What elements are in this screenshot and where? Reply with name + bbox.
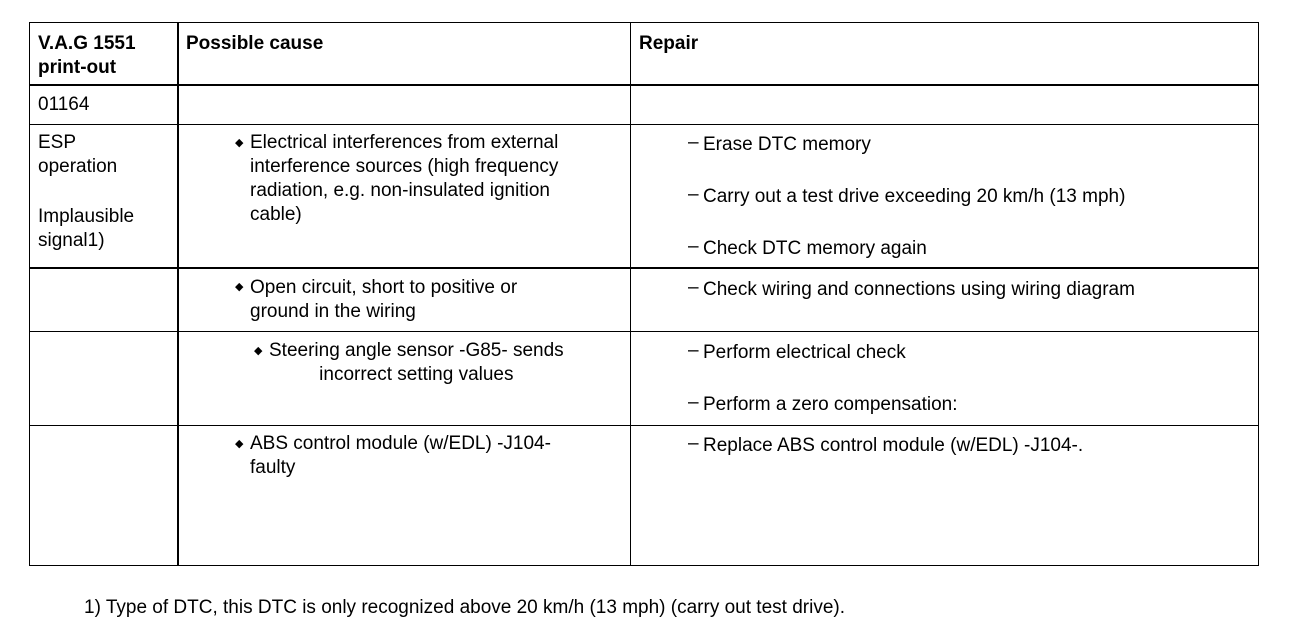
dash-icon: – [688,340,699,361]
bullet-icon: ◆ [254,345,263,357]
row-divider-code [30,124,1258,125]
dash-icon: – [688,236,699,257]
cause-item: Steering angle sensor -G85- sends incorr… [269,340,564,385]
cause-item: ABS control module (w/EDL) -J104- faulty [250,433,551,478]
repair-item: Check wiring and connections using wirin… [703,279,1135,300]
dash-icon: – [688,392,699,413]
repair-item: Replace ABS control module (w/EDL) -J104… [703,435,1084,456]
row-divider-header [30,84,1258,86]
header-repair: Repair [639,33,699,54]
dash-icon: – [688,132,699,153]
dtc-table: V.A.G 1551 print-out Possible cause Repa… [29,22,1259,566]
row-divider-2 [30,331,1258,332]
cause-item: Electrical interferences from external i… [250,132,559,225]
row-divider-1 [30,267,1258,269]
fault-type: Implausible signal1) [38,206,135,251]
dtc-code: 01164 [38,94,90,115]
repair-item: Perform electrical check [703,342,906,363]
dash-icon: – [688,433,699,454]
bullet-icon: ◆ [235,137,244,149]
fault-description: ESP operation [38,132,118,177]
repair-item: Check DTC memory again [703,238,927,259]
col-divider-1 [177,23,179,565]
header-possible-cause: Possible cause [186,33,324,54]
repair-item: Perform a zero compensation: [703,394,958,415]
col-divider-2 [630,23,631,565]
dash-icon: – [688,277,699,298]
bullet-icon: ◆ [235,438,244,450]
repair-item: Erase DTC memory [703,134,871,155]
repair-item: Carry out a test drive exceeding 20 km/h… [703,186,1126,207]
cause-item: Open circuit, short to positive or groun… [250,277,518,322]
bullet-icon: ◆ [235,281,244,293]
footnote: 1) Type of DTC, this DTC is only recogni… [84,597,845,618]
row-divider-3 [30,425,1258,426]
dash-icon: – [688,184,699,205]
header-print-out: V.A.G 1551 print-out [38,33,136,78]
